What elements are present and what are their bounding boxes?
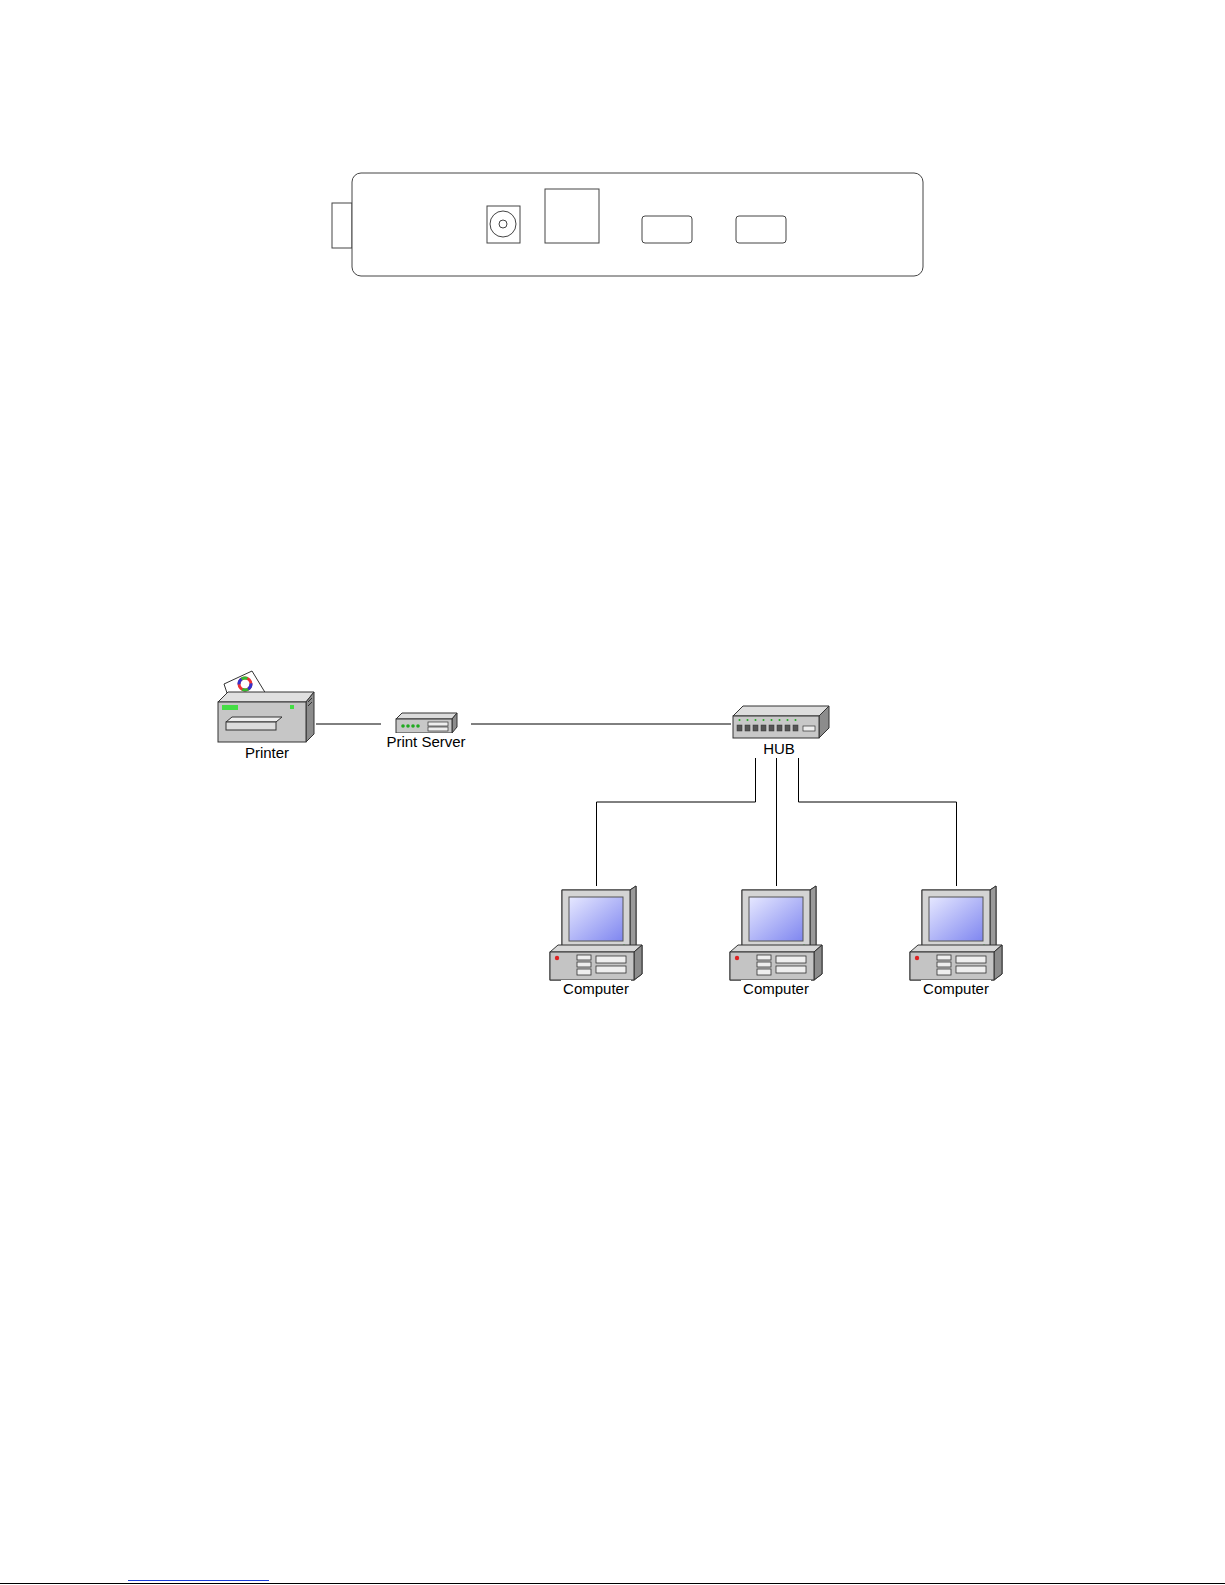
computer-node: Computer [549,886,643,998]
network-cable [799,758,957,886]
printer-icon [218,671,314,742]
node-label: Computer [921,980,991,997]
network-cable [471,724,731,725]
print-server-node: Print Server [381,712,471,751]
icon-space [731,704,827,740]
computer-icon [550,886,642,980]
computer-icon [730,886,822,980]
node-label: Computer [561,980,631,997]
icon-space [549,886,643,980]
computer-node: Computer [729,886,823,998]
device-drawing [332,173,923,276]
footer-rule [0,1583,1225,1584]
node-label: HUB [761,740,797,757]
hub-icon [733,706,829,738]
footer-link-underline [128,1580,269,1581]
print-server-icon [396,713,457,733]
node-label: Computer [741,980,811,997]
node-label: Printer [243,744,291,761]
node-label: Print Server [384,733,467,750]
icon-space [381,712,471,733]
computer-icon [910,886,1002,980]
icon-space [218,672,316,744]
computer-node: Computer [909,886,1003,998]
icon-space [729,886,823,980]
icon-space [909,886,1003,980]
network-cable [316,724,381,725]
network-cable [776,758,777,886]
hub-node: HUB [731,704,827,758]
network-cable [597,758,756,886]
printer-node: Printer [218,672,316,762]
